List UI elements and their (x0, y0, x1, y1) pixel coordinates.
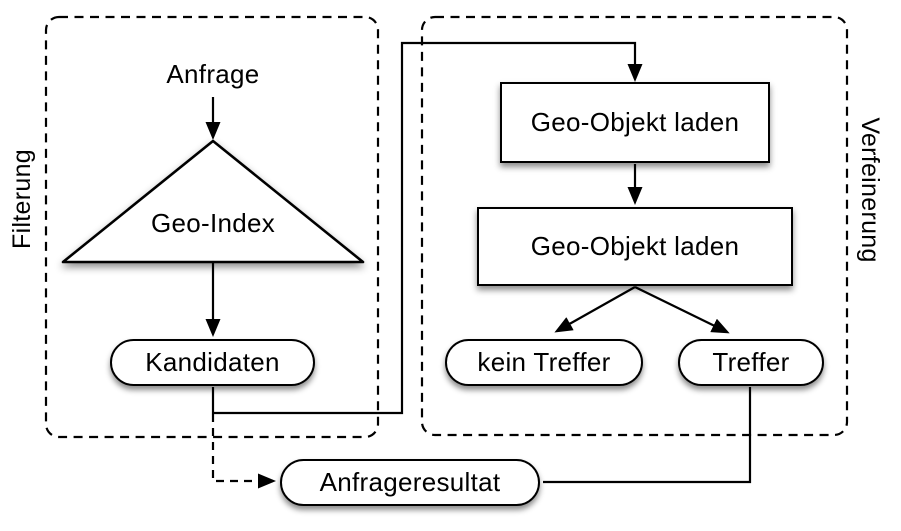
connector-load2-to-kein-treffer (554, 286, 636, 333)
geo-objekt-laden-box-2: Geo-Objekt laden (477, 207, 793, 286)
filterung-region-label: Filterung (8, 149, 36, 249)
connector-load2-to-treffer (634, 286, 730, 334)
anfrageresultat-node: Anfrageresultat (280, 459, 540, 506)
geo-index-triangle (61, 139, 365, 264)
connector-kandidaten-to-load1 (211, 41, 643, 415)
geo-objekt-laden-box-1: Geo-Objekt laden (500, 82, 770, 163)
verfeinerung-region-border (420, 15, 849, 437)
anfrage-node: Anfrage (166, 59, 260, 89)
kandidaten-node: Kandidaten (110, 339, 315, 386)
kein-treffer-node: kein Treffer (445, 339, 643, 386)
connector-treffer-to-anfrageresultat (543, 387, 752, 484)
connector-kandidaten-to-anfrageresultat-dashed (211, 414, 276, 489)
geo-index-label: Geo-Index (150, 208, 276, 238)
verfeinerung-region-label: Verfeinerung (856, 117, 884, 263)
treffer-node: Treffer (678, 339, 824, 386)
filterung-region-border (44, 15, 380, 439)
